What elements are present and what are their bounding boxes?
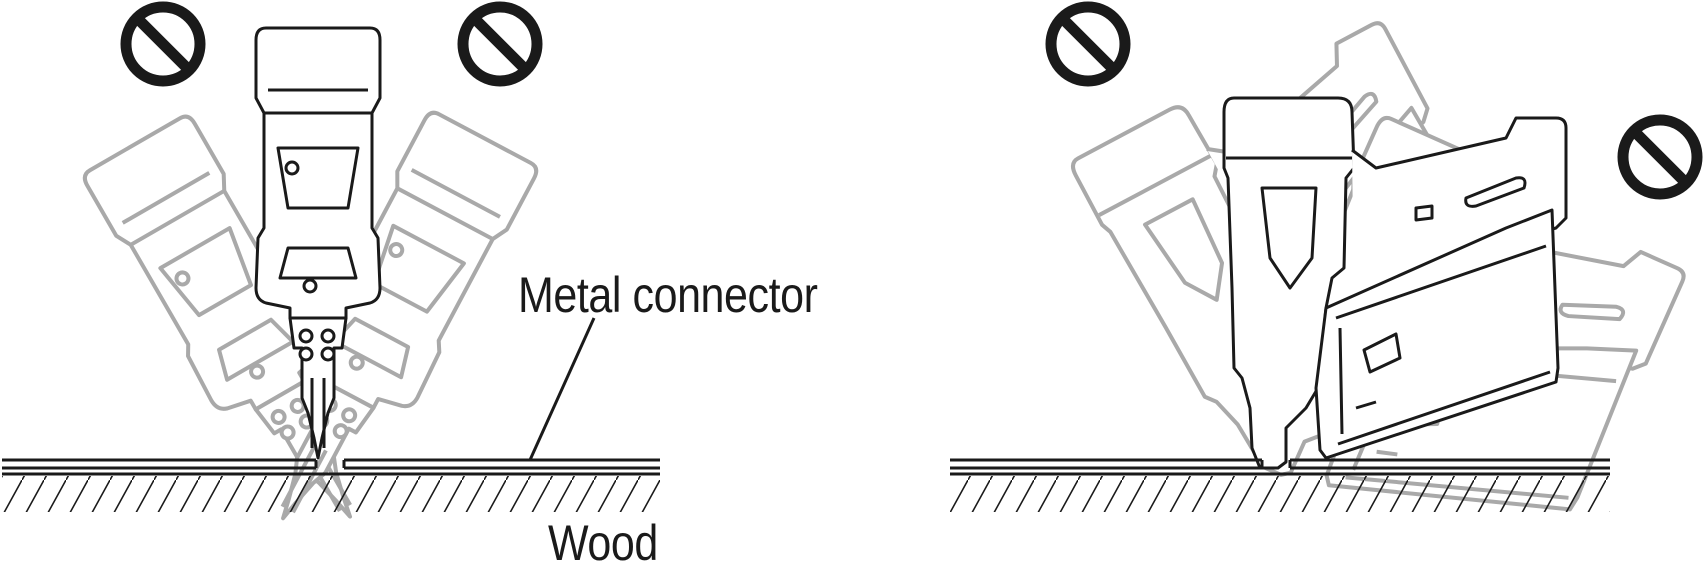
- wood-block: [950, 472, 1610, 512]
- wood-label: Wood: [548, 515, 658, 571]
- metal-connector-plate: [2, 458, 660, 470]
- metal-connector-plate: [950, 458, 1610, 470]
- right-panel: [950, 2, 1697, 572]
- wood-block: [2, 472, 660, 512]
- prohibited-icon: [126, 7, 200, 81]
- metal-connector-leader: [528, 317, 596, 461]
- prohibited-icon: [1051, 7, 1125, 81]
- left-panel: [2, 7, 660, 550]
- prohibited-icon: [1623, 120, 1697, 194]
- metal-connector-label: Metal connector: [518, 267, 818, 323]
- prohibited-icon: [463, 7, 537, 81]
